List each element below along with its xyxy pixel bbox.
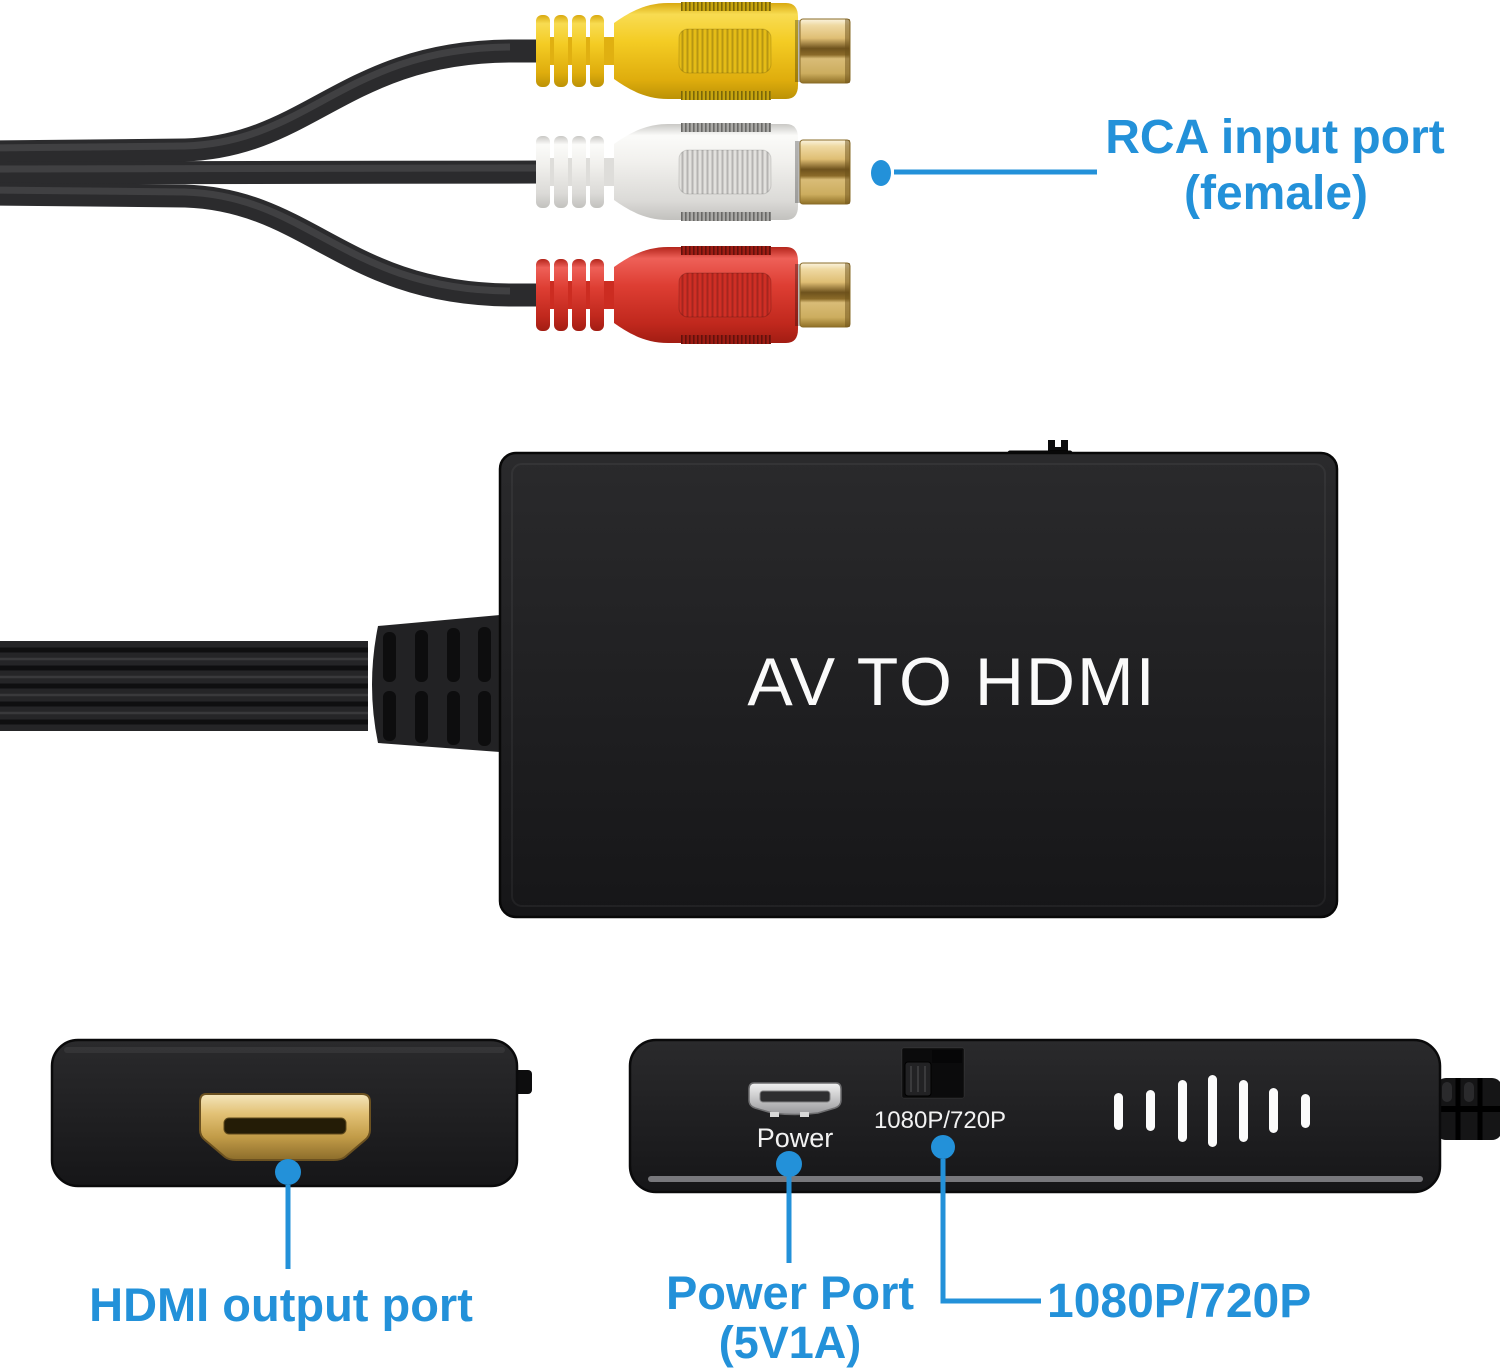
- rca-input-label-line1: RCA input port: [1105, 111, 1445, 164]
- rca-connector-yellow: [536, 2, 851, 100]
- gold-jack: [799, 18, 851, 84]
- gold-jack: [799, 139, 851, 205]
- converter-box-body: [498, 451, 1339, 919]
- power-port-label-line2: (5V1A): [718, 1317, 862, 1368]
- power-port-label-line1: Power Port: [665, 1266, 915, 1319]
- resolution-switch: [901, 1047, 965, 1099]
- vent-slots: [1114, 1075, 1310, 1147]
- rca-input-label-line2: (female): [1183, 167, 1369, 220]
- cable-strain-relief: [372, 615, 500, 752]
- callout-dot-rca: [871, 160, 891, 186]
- hdmi-port-slot: [223, 1117, 347, 1135]
- strain-relief-fins: [536, 259, 604, 331]
- rca-cable-bundle: [0, 39, 560, 307]
- resolution-label: 1080P/720P: [1047, 1275, 1312, 1328]
- rca-connector-white: [536, 123, 851, 221]
- callouts: [275, 160, 1097, 1304]
- gold-jack: [799, 262, 851, 328]
- power-port: [748, 1082, 842, 1117]
- side-tab: [514, 1070, 532, 1094]
- cable-red: [0, 182, 560, 307]
- resolution-switch-print-label: 1080P/720P: [873, 1107, 1007, 1134]
- cable-yellow: [0, 39, 560, 164]
- hdmi-end-view: [50, 1038, 532, 1188]
- strain-relief-fins: [536, 136, 604, 208]
- device-body: [628, 1038, 1442, 1194]
- av-converter-box: [0, 440, 1339, 919]
- strain-relief-fins: [536, 15, 604, 87]
- cable-white: [0, 160, 560, 185]
- callout-dot-resolution: [931, 1135, 955, 1159]
- callout-dot-hdmi: [275, 1159, 301, 1185]
- strain-relief-slots: [383, 627, 491, 746]
- callout-dot-power: [776, 1151, 802, 1177]
- power-port-print-label: Power: [756, 1123, 834, 1153]
- callout-line-resolution: [940, 1159, 1041, 1304]
- flat-cable: [0, 641, 368, 731]
- rca-connector-red: [536, 246, 851, 344]
- converter-front-label: AV TO HDMI: [747, 644, 1157, 720]
- side-view-device: [628, 1038, 1500, 1194]
- hdmi-output-label: HDMI output port: [89, 1278, 473, 1331]
- power-cable: [1436, 1078, 1500, 1140]
